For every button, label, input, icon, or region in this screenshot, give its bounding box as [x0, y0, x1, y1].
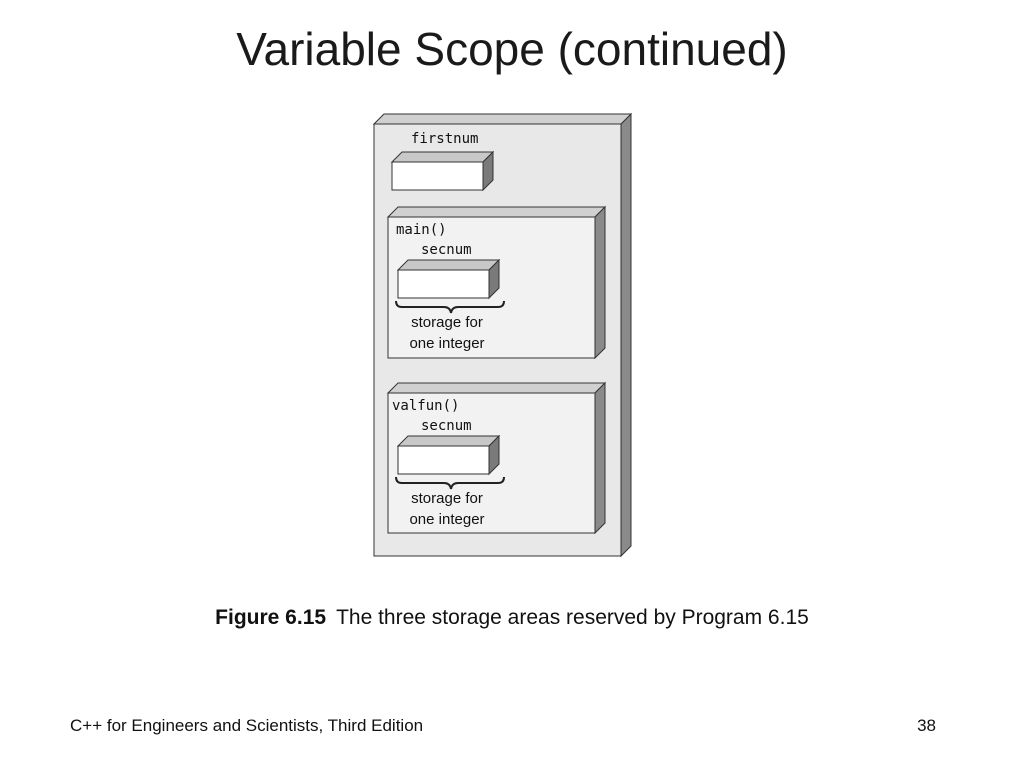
valfun-brace	[395, 476, 505, 490]
global-var-label: firstnum	[411, 131, 478, 147]
main-secnum-label: secnum	[421, 242, 472, 258]
main-function-label: main()	[396, 222, 447, 238]
valfun-note-line2: one integer	[409, 511, 484, 528]
slide-title: Variable Scope (continued)	[236, 23, 788, 75]
valfun-note-line1: storage for	[411, 490, 483, 507]
valfun-function-label: valfun()	[392, 398, 459, 414]
firstnum-storage-box	[390, 150, 495, 192]
figure-label: Figure 6.15	[215, 606, 327, 629]
main-note-line2: one integer	[409, 335, 484, 352]
footer-book-title: C++ for Engineers and Scientists, Third …	[70, 716, 424, 735]
figure-caption: Figure 6.15 The three storage areas reser…	[0, 606, 1024, 630]
main-secnum-storage-box	[396, 258, 501, 300]
scope-diagram: firstnum main() secnum storage for one i…	[372, 112, 633, 558]
figure-caption-text: The three storage areas reserved by Prog…	[336, 606, 809, 629]
valfun-secnum-storage-box	[396, 434, 501, 476]
main-brace	[395, 300, 505, 314]
page-number: 38	[917, 716, 936, 735]
valfun-secnum-label: secnum	[421, 418, 472, 434]
main-note-line1: storage for	[411, 314, 483, 331]
